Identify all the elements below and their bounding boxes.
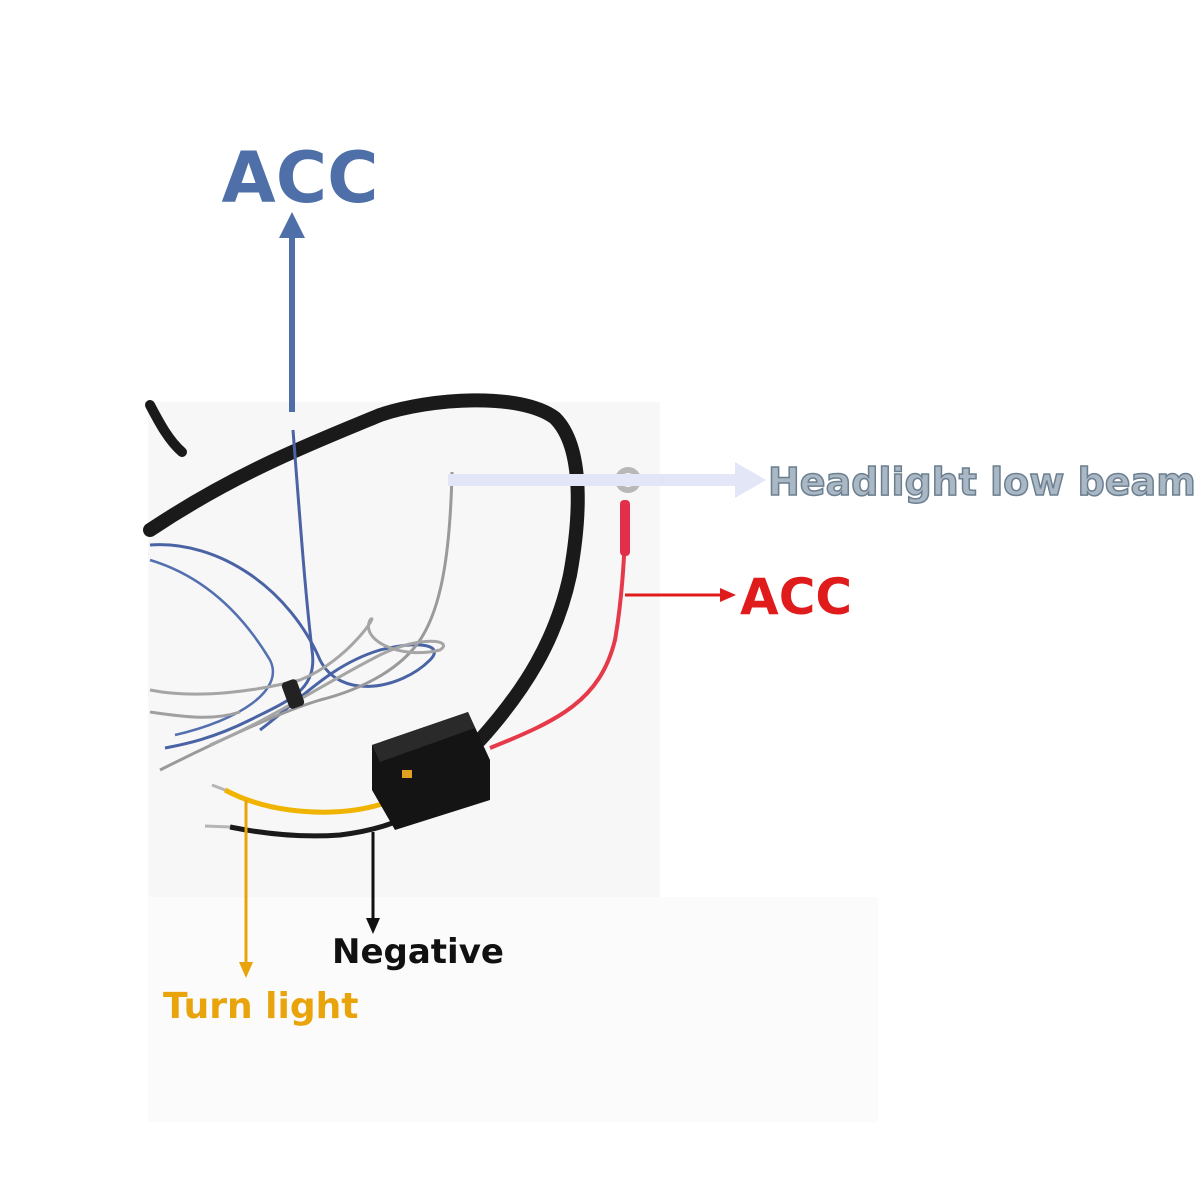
grey-wire-tail (149, 710, 241, 719)
lower-background (148, 897, 878, 1122)
headlight-arrowhead (735, 462, 766, 498)
negative-arrowhead (366, 918, 380, 934)
headlight-label: Headlight low beam (768, 460, 1196, 504)
yellow-wire-tip (211, 783, 226, 792)
acc-red-arrowhead (720, 588, 736, 602)
main-cable (143, 393, 585, 747)
red-wire (489, 519, 628, 750)
black-wire-tip (204, 824, 231, 829)
turn-light-label: Turn light (163, 986, 358, 1027)
acc-top-label: ACC (222, 137, 379, 219)
red-wire-sleeve (620, 500, 630, 556)
blue-wire-tail (149, 558, 275, 737)
connector-box (372, 712, 490, 830)
main-cable-upper (145, 400, 187, 457)
blue-wire-loop (149, 543, 436, 732)
yellow-wire (223, 787, 407, 815)
negative-label: Negative (332, 932, 504, 972)
turn-light-arrowhead (239, 962, 253, 978)
acc-red-label: ACC (740, 568, 852, 626)
grey-wire-loop (149, 617, 445, 747)
cable-tie (281, 679, 305, 709)
acc-top-arrowhead (279, 212, 305, 238)
headlight-arrow-shaft (448, 474, 738, 486)
